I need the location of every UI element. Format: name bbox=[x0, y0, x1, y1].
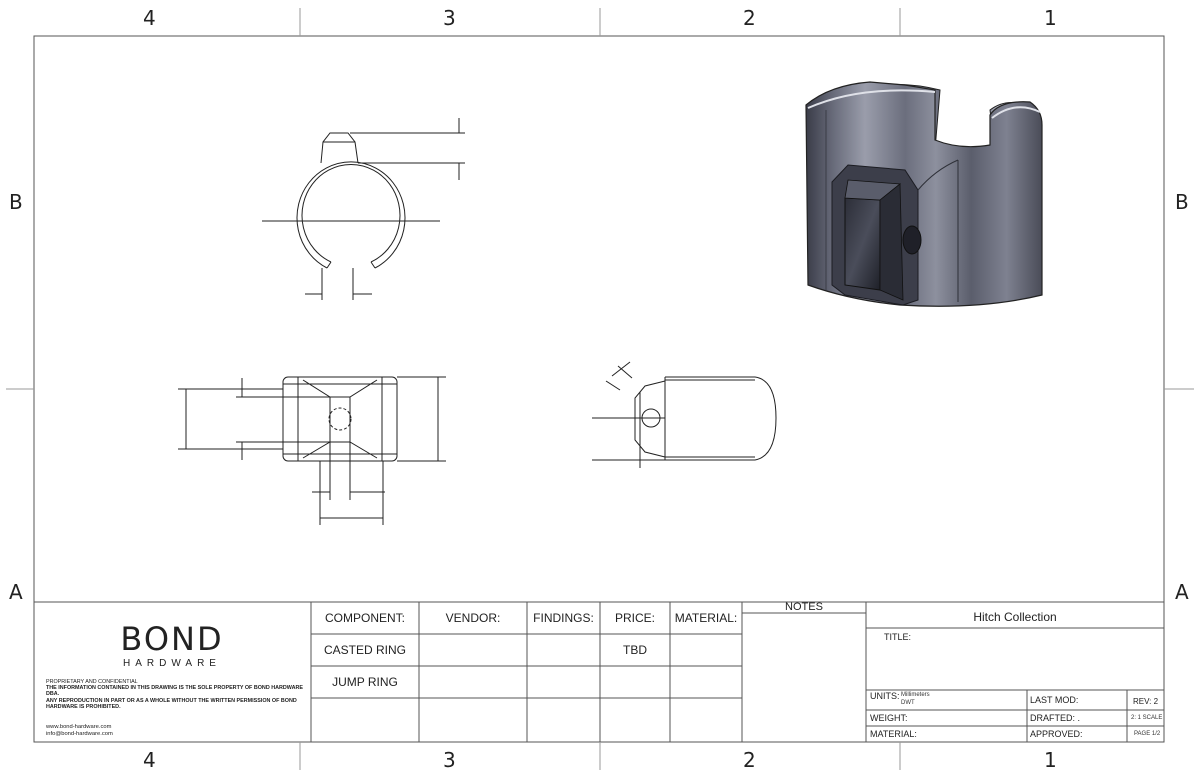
header-findings: FINDINGS: bbox=[533, 611, 594, 625]
contact-website: www.bond-hardware.com bbox=[46, 724, 112, 730]
isometric-view bbox=[805, 81, 1043, 307]
header-material: MATERIAL: bbox=[674, 611, 738, 625]
confidential-line-2: ANY REPRODUCTION IN PART OR AS A WHOLE W… bbox=[46, 697, 297, 710]
zone-label-row-b-left: B bbox=[9, 190, 23, 214]
contact-info: www.bond-hardware.com info@bond-hardware… bbox=[46, 724, 113, 738]
zone-label-row-a-right: A bbox=[1175, 580, 1189, 604]
approved-label: APPROVED: bbox=[1030, 729, 1083, 739]
material-label: MATERIAL: bbox=[870, 729, 917, 739]
contact-email: info@bond-hardware.com bbox=[46, 731, 113, 737]
zone-label-col-1-bottom: 1 bbox=[1044, 748, 1057, 772]
header-price: PRICE: bbox=[614, 611, 655, 625]
weight-label: WEIGHT: bbox=[870, 713, 908, 723]
zone-label-col-3-bottom: 3 bbox=[443, 748, 456, 772]
row-2-component: JUMP RING bbox=[332, 675, 398, 689]
zone-label-row-b-right: B bbox=[1175, 190, 1189, 214]
confidential-heading: PROPRIETARY AND CONFIDENTIAL bbox=[46, 679, 138, 685]
zone-label-row-a-left: A bbox=[9, 580, 23, 604]
row-1-price: TBD bbox=[623, 643, 647, 657]
units-label: UNITS: bbox=[870, 691, 900, 701]
brand-logo-subtitle: HARDWARE bbox=[123, 658, 221, 669]
header-vendor: VENDOR: bbox=[445, 611, 501, 625]
zone-label-col-1-top: 1 bbox=[1044, 6, 1057, 30]
notes-label: NOTES bbox=[785, 601, 823, 613]
units-value-1: Millimeters bbox=[901, 692, 930, 698]
brand-logo: BOND bbox=[120, 620, 224, 658]
zone-label-col-4-top: 4 bbox=[143, 6, 156, 30]
zone-label-col-3-top: 3 bbox=[443, 6, 456, 30]
last-mod-label: LAST MOD: bbox=[1030, 695, 1079, 705]
side-view bbox=[592, 361, 777, 468]
confidential-notice: PROPRIETARY AND CONFIDENTIAL THE INFORMA… bbox=[46, 679, 306, 710]
row-1-component: CASTED RING bbox=[323, 643, 406, 657]
revision: REV: 2 bbox=[1133, 697, 1159, 706]
title-label: TITLE: bbox=[884, 632, 912, 642]
units-value-2: DWT bbox=[901, 700, 915, 706]
front-view bbox=[178, 376, 446, 525]
top-view bbox=[262, 118, 465, 300]
zone-label-col-2-top: 2 bbox=[743, 6, 756, 30]
zone-label-col-2-bottom: 2 bbox=[743, 748, 756, 772]
zone-ticks bbox=[6, 8, 1194, 770]
confidential-line-1: THE INFORMATION CONTAINED IN THIS DRAWIN… bbox=[46, 685, 303, 698]
scale: 2: 1 SCALE bbox=[1131, 715, 1163, 721]
header-component: COMPONENT: bbox=[324, 611, 405, 625]
title-block-grid bbox=[34, 601, 1164, 742]
zone-label-col-4-bottom: 4 bbox=[143, 748, 156, 772]
drafted-label: DRAFTED: . bbox=[1030, 713, 1081, 723]
page-number: PAGE 1/2 bbox=[1134, 731, 1161, 737]
collection-title: Hitch Collection bbox=[973, 610, 1057, 624]
